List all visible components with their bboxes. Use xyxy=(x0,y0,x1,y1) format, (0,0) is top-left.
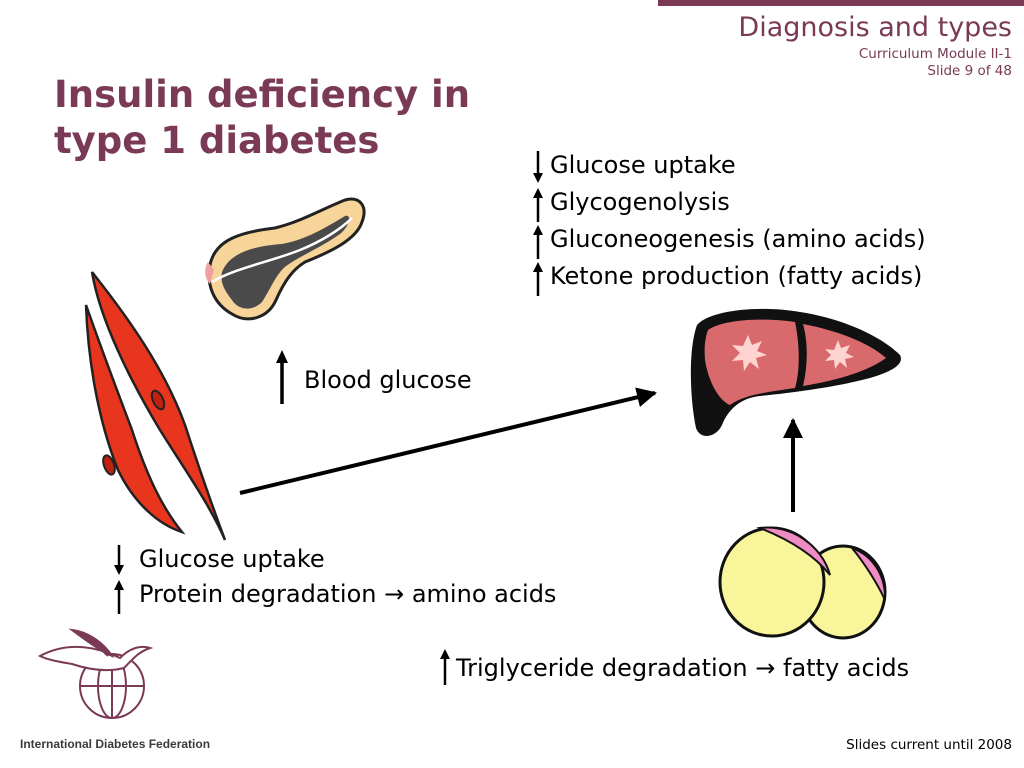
up-arrow-icon xyxy=(114,580,124,614)
section-title: Diagnosis and types xyxy=(738,12,1012,43)
up-arrow-icon xyxy=(533,262,543,296)
up-arrow-icon xyxy=(533,188,543,222)
organization-name: International Diabetes Federation xyxy=(20,737,211,751)
hummingbird-globe-logo-icon xyxy=(37,628,154,719)
fat-cells-icon xyxy=(718,526,887,640)
blood-glucose-label: Blood glucose xyxy=(304,366,472,394)
liver-effect-text: Ketone production (fatty acids) xyxy=(550,262,923,290)
up-arrow-icon xyxy=(533,225,543,259)
liver-effect-text: Gluconeogenesis (amino acids) xyxy=(550,225,926,253)
down-arrow-icon xyxy=(533,151,543,183)
title-line-2: type 1 diabetes xyxy=(54,119,380,162)
top-accent-bar xyxy=(658,0,1024,6)
slides-current-note: Slides current until 2008 xyxy=(846,737,1012,753)
muscle-effect-text: Protein degradation → amino acids xyxy=(139,580,557,608)
slide-title: Insulin deficiency in type 1 diabetes xyxy=(54,72,554,164)
up-arrow-icon xyxy=(276,350,288,404)
muscle-to-liver-arrow xyxy=(239,387,657,495)
title-line-1: Insulin deficiency in xyxy=(54,73,471,116)
liver-effect-text: Glycogenolysis xyxy=(550,188,730,216)
liver-icon xyxy=(690,308,901,436)
fat-effect-text: Triglyceride degradation → fatty acids xyxy=(456,654,910,682)
module-label: Curriculum Module II-1 xyxy=(858,46,1012,62)
muscle-cells-icon xyxy=(84,271,227,541)
up-arrow-icon xyxy=(440,649,450,685)
slide-number: Slide 9 of 48 xyxy=(927,63,1012,79)
muscle-effect-text: Glucose uptake xyxy=(139,545,325,573)
pancreas-icon xyxy=(205,197,366,321)
down-arrow-icon xyxy=(114,545,124,575)
liver-effect-text: Glucose uptake xyxy=(550,151,736,179)
